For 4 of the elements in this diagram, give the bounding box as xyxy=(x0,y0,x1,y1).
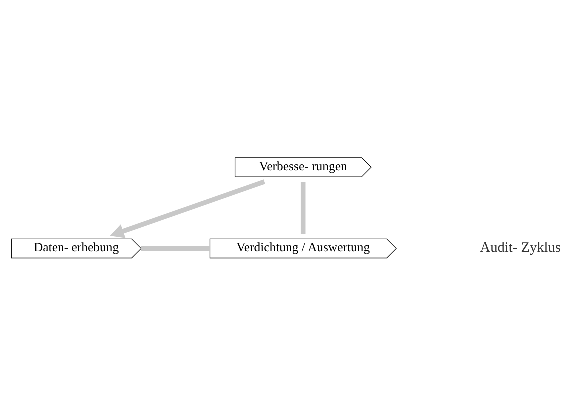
connector xyxy=(141,246,210,251)
arrow xyxy=(110,179,266,238)
label: Audit- Zyklus xyxy=(480,240,561,256)
connector xyxy=(300,182,306,234)
